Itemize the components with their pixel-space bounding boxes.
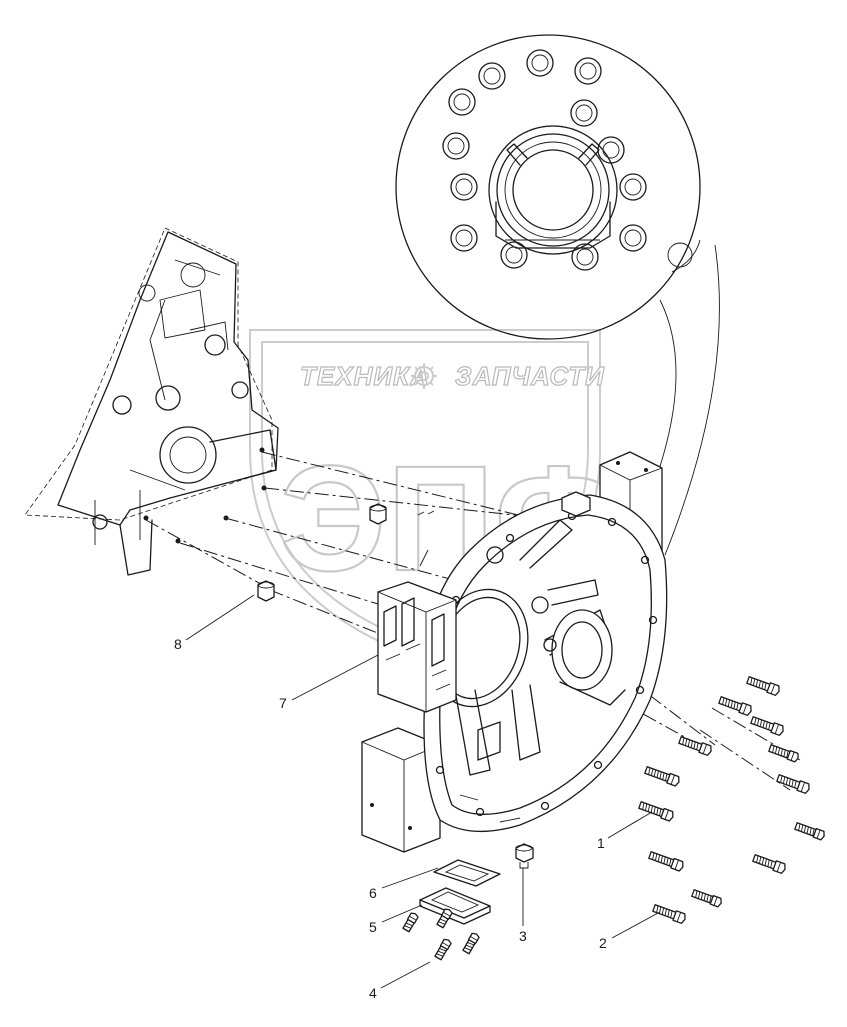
watermark-gear-icon [411, 363, 437, 389]
callout-5: 5 [369, 919, 377, 935]
hex-bolt [768, 744, 799, 763]
hex-bolt [776, 774, 810, 794]
hex-bolt [746, 676, 780, 696]
callout-2: 2 [599, 935, 607, 951]
hex-bolt [644, 766, 680, 787]
hex-bolt [678, 736, 712, 756]
callout-7: 7 [279, 695, 287, 711]
drain-plug [515, 843, 534, 869]
hex-bolt [718, 696, 752, 716]
engine-block [24, 227, 279, 576]
hex-bolt [402, 912, 419, 933]
gasket [433, 859, 501, 887]
flywheel-housing [361, 451, 668, 853]
callout-4: 4 [369, 985, 377, 1001]
cover-plate [419, 887, 491, 925]
hex-bolt [638, 801, 674, 822]
callout-6: 6 [369, 885, 377, 901]
detail-view-circle [395, 34, 701, 340]
hex-bolt [436, 908, 453, 929]
callout-leaders [185, 594, 661, 989]
callout-3: 3 [519, 928, 527, 944]
hex-bolt [648, 851, 684, 872]
watermark-brand-left: ТЕХНИКА [300, 361, 430, 391]
hex-bolt [794, 822, 825, 841]
hex-bolt [652, 904, 686, 924]
watermark-brand-right: ЗАПЧАСТИ [455, 361, 605, 391]
callout-1: 1 [597, 835, 605, 851]
detail-bolt-heads [442, 49, 647, 271]
hex-bolt [434, 938, 452, 961]
hex-bolt [462, 932, 480, 955]
callout-8: 8 [174, 636, 182, 652]
hex-bolt [691, 889, 722, 908]
hex-bolt [750, 716, 784, 736]
access-cover [377, 581, 457, 713]
hex-bolt [752, 854, 786, 874]
bolt-set [402, 676, 825, 961]
dowel-pin [257, 503, 435, 602]
